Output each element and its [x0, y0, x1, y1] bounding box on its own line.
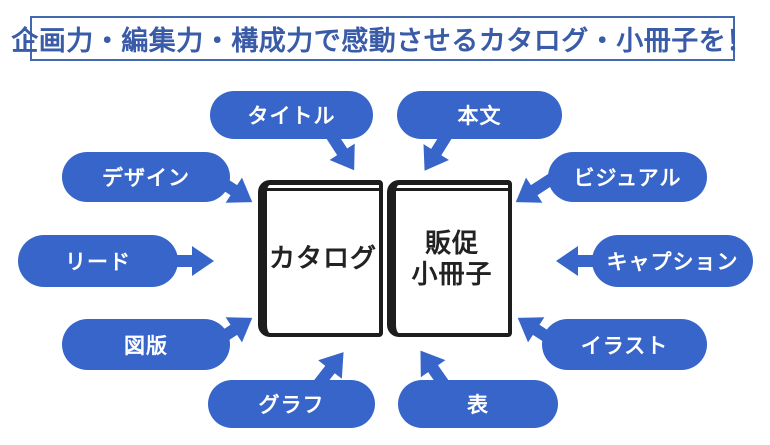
callout-table-label: 表	[467, 394, 489, 417]
callout-design: デザイン	[62, 152, 230, 202]
book-catalog-label: カタログ	[268, 243, 377, 274]
callout-lead-label: リード	[65, 251, 131, 274]
callout-visual: ビジュアル	[548, 152, 707, 202]
callout-visual-label: ビジュアル	[573, 167, 682, 190]
book-catalog: カタログ	[258, 180, 383, 337]
callout-body-text-label: 本文	[457, 105, 502, 128]
callout-design-label: デザイン	[102, 167, 190, 190]
book-booklet-label-line2: 小冊子	[411, 259, 493, 289]
arrow-lead-to-catalog	[166, 245, 214, 277]
book-booklet: 販促 小冊子	[387, 180, 512, 337]
callout-figure-label: 図版	[124, 334, 168, 358]
callout-body-text: 本文	[397, 91, 562, 139]
callout-figure: 図版	[62, 319, 230, 370]
callout-title-label: タイトル	[247, 105, 336, 128]
headline-banner: 企画力・編集力・構成力で感動させるカタログ・小冊子を！	[11, 16, 753, 61]
callout-caption-label: キャプション	[606, 251, 739, 274]
callout-illustration: イラスト	[542, 319, 707, 370]
callout-graph: グラフ	[208, 380, 375, 428]
callout-table: 表	[398, 380, 558, 428]
callout-title: タイトル	[210, 91, 373, 139]
callout-graph-label: グラフ	[258, 394, 325, 417]
arrow-caption-to-booklet	[556, 245, 604, 277]
book-booklet-label-line1: 販促	[424, 227, 479, 258]
callout-lead: リード	[18, 235, 178, 287]
callout-illustration-label: イラスト	[580, 334, 669, 358]
book-booklet-label: 販促 小冊子	[411, 228, 492, 290]
callout-caption: キャプション	[592, 235, 753, 287]
headline-text: 企画力・編集力・構成力で感動させるカタログ・小冊子を！	[11, 26, 754, 57]
